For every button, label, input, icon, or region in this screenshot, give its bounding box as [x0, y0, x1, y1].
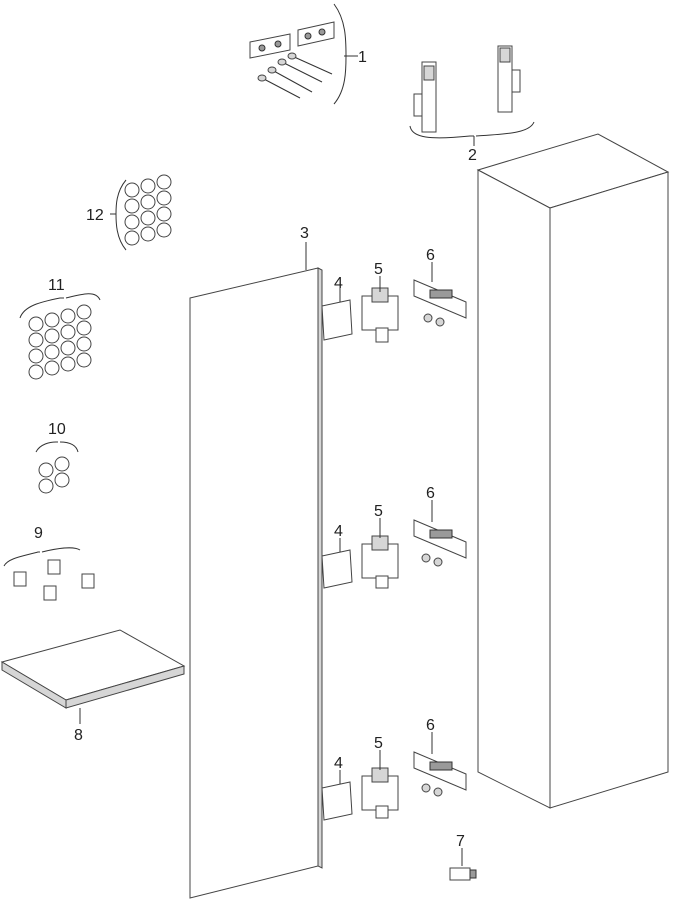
mounting-plates-drawing: [413, 279, 467, 797]
part-label-4: 4: [334, 755, 343, 772]
part-label-5: 5: [374, 261, 383, 278]
shelf-supports-drawing: [3, 547, 95, 601]
glass-shelf-drawing: [0, 629, 186, 709]
part-label-4: 4: [334, 523, 343, 540]
part-label-3: 3: [300, 225, 309, 242]
part-label-6: 6: [426, 717, 435, 734]
part-label-10: 10: [48, 421, 66, 438]
part-label-5: 5: [374, 503, 383, 520]
door-panel-drawing: [189, 267, 323, 899]
part-label-6: 6: [426, 247, 435, 264]
part-label-8: 8: [74, 727, 83, 744]
part-label-2: 2: [468, 147, 477, 164]
part-label-7: 7: [456, 833, 465, 850]
hinges-drawing: [361, 287, 399, 819]
part-label-12: 12: [86, 207, 104, 224]
part-label-9: 9: [34, 525, 43, 542]
cover-caps-12-drawing: [110, 174, 172, 251]
leader-lines: [79, 55, 475, 866]
cover-caps-11-drawing: [19, 293, 101, 380]
push-latch-drawing: [449, 867, 477, 881]
wall-bracket-set-drawing: [249, 3, 347, 105]
part-label-11: 11: [48, 277, 65, 294]
cover-caps-10-drawing: [35, 441, 79, 494]
damper-pads-drawing: [321, 299, 353, 821]
suspension-brackets-drawing: [409, 45, 535, 139]
part-labels: 1 2 3 4 4 4 5 5 5 6 6 6 7 8 9 10 11 12: [34, 49, 477, 850]
part-label-1: 1: [358, 49, 367, 66]
part-label-6: 6: [426, 485, 435, 502]
cabinet-body: [476, 133, 670, 809]
part-label-5: 5: [374, 735, 383, 752]
part-label-4: 4: [334, 275, 343, 292]
